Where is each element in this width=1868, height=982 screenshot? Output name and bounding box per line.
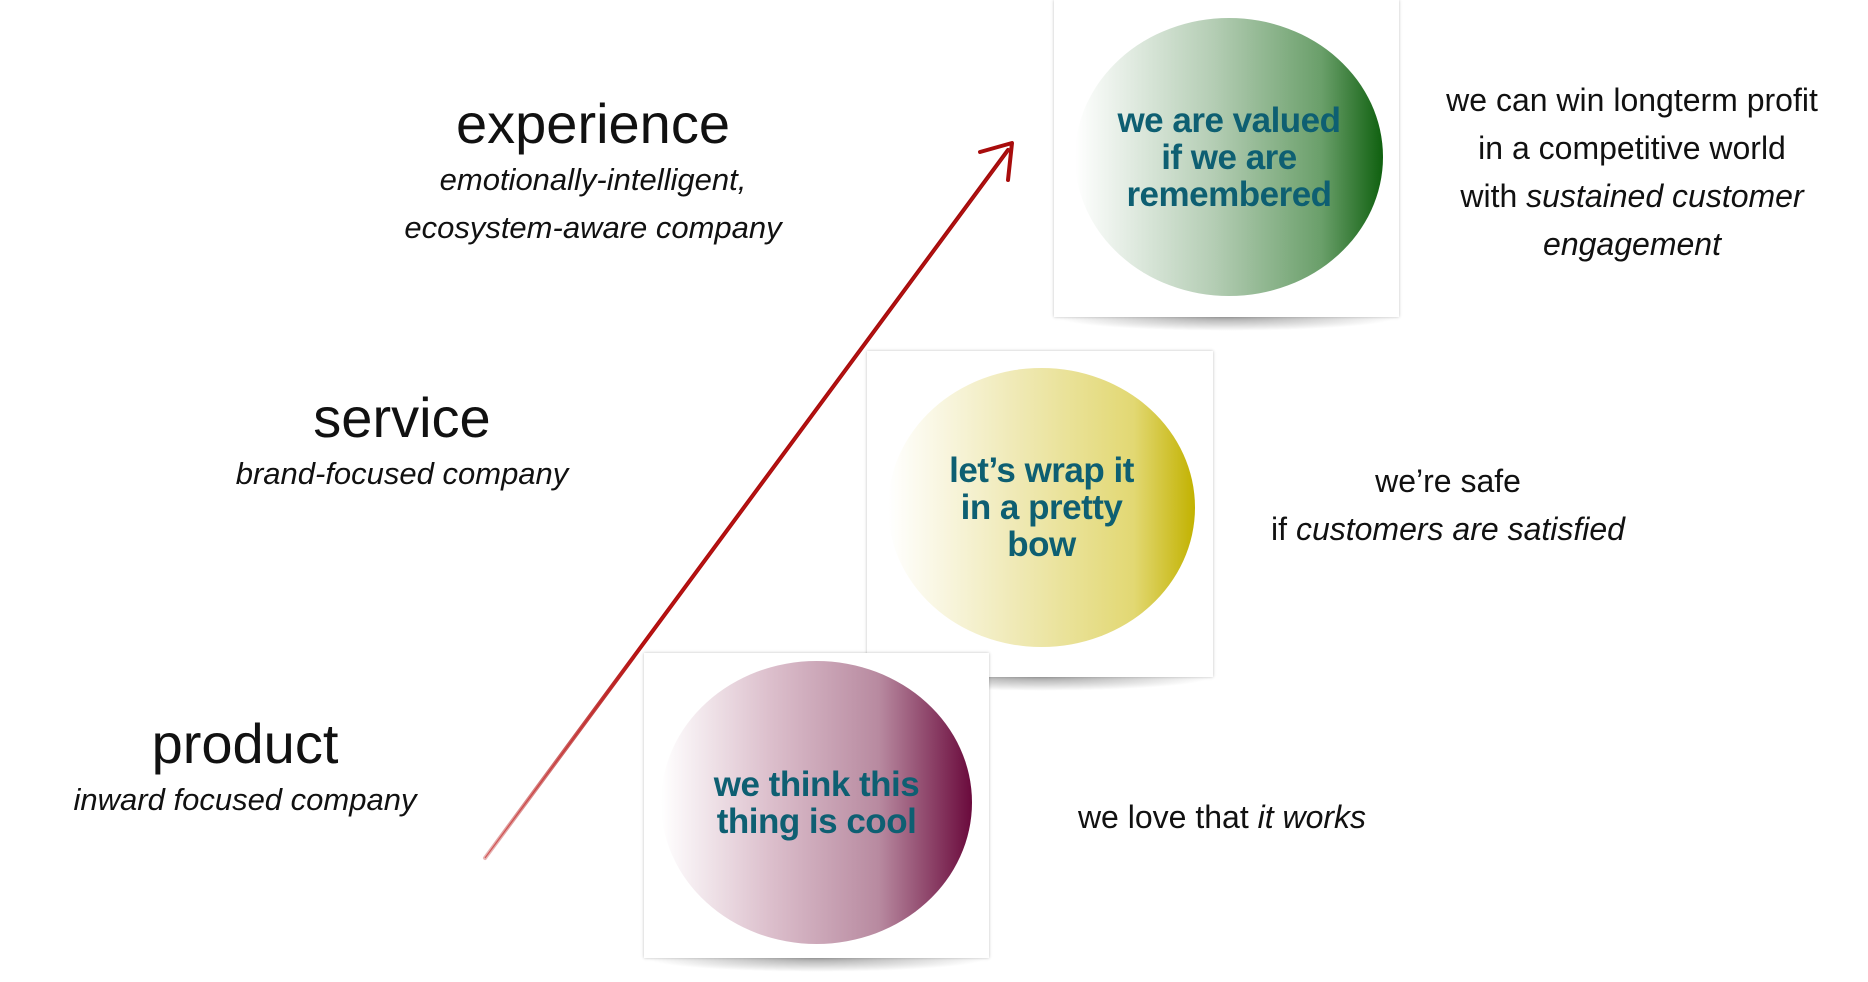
experience-description: we can win longterm profit in a competit… <box>1446 82 1818 262</box>
level-title: service <box>313 386 491 449</box>
level-subtitle: emotionally-intelligent, <box>439 162 747 197</box>
level-product: product inward focused company <box>74 712 417 824</box>
level-subtitle: brand-focused company <box>235 456 569 491</box>
level-subtitle: ecosystem-aware company <box>404 210 782 245</box>
experience-bubble: we are valued if we are remembered <box>1075 18 1383 296</box>
product-card: we think this thing is cool <box>644 653 989 972</box>
bubble-text: we think this thing is cool <box>713 764 920 841</box>
experience-card: we are valued if we are remembered <box>1054 0 1399 331</box>
level-subtitle: inward focused company <box>73 782 417 817</box>
level-title: experience <box>456 92 730 155</box>
level-experience: experience emotionally-intelligent, ecos… <box>404 92 781 252</box>
bubble-text: we are valued if we are remembered <box>1117 100 1341 214</box>
bubble-text: let’s wrap it in a pretty bow <box>949 451 1134 564</box>
product-bubble: we think this thing is cool <box>661 661 972 944</box>
level-service: service brand-focused company <box>236 386 569 498</box>
service-bubble: let’s wrap it in a pretty bow <box>888 368 1195 647</box>
product-description: we love that it works <box>1077 799 1367 835</box>
service-card: let’s wrap it in a pretty bow <box>867 351 1213 691</box>
service-description: we’re safe if customers are satisfied <box>1271 463 1625 547</box>
level-title: product <box>151 712 339 775</box>
